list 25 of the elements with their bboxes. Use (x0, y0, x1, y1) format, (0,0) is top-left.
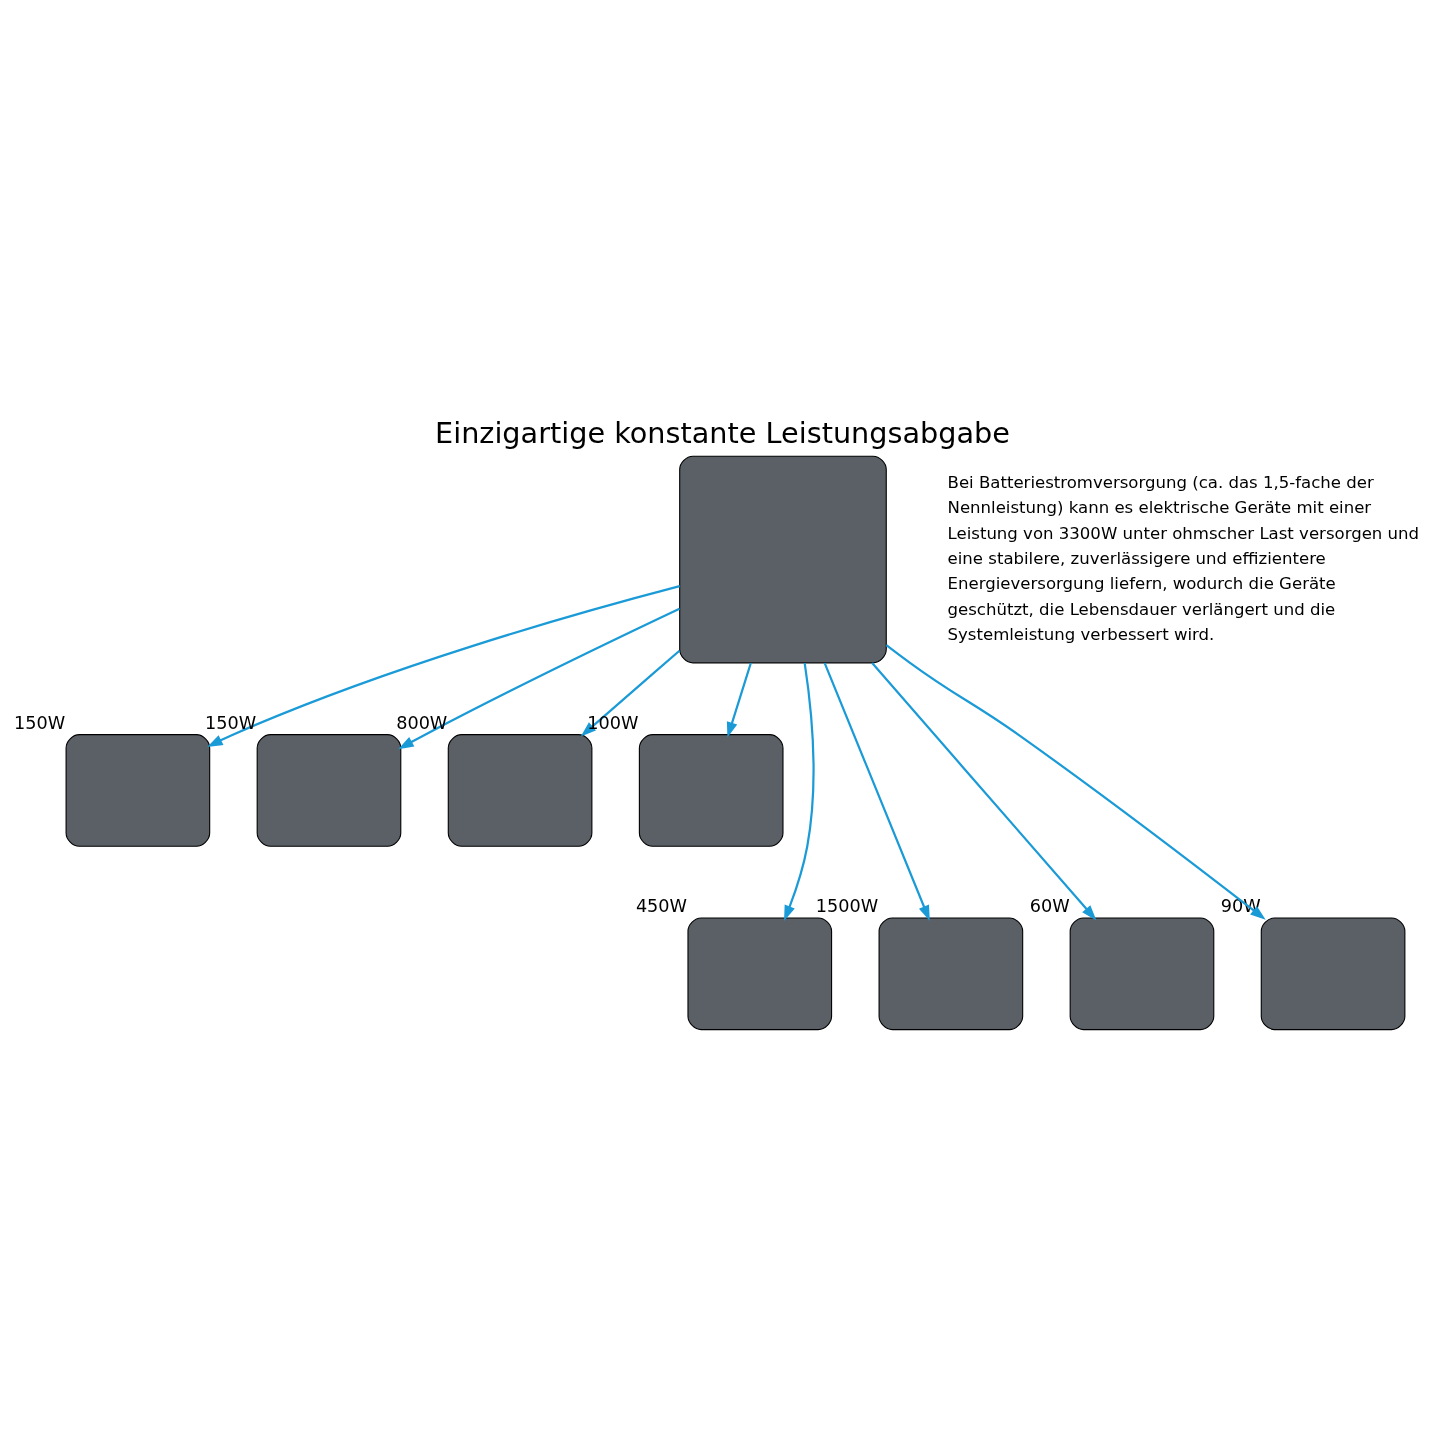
node-box (638, 734, 784, 847)
arrow (885, 644, 1266, 920)
node-label: 150W (13, 712, 66, 733)
node-label: 800W (396, 712, 448, 733)
label: Bei Batteriestromversorgung (ca. das 1,5-fache der Nennleistung) kann es elektrische Geräte mit einer Leistung von 3300W unter ohmscher Last versorgen und eine stabilere, zuverlässigere und effizientere Energieversorgung liefern, wodurch die Geräte geschützt, die Lebensdauer verlängert und die Systemleistung verbessert wird. (947, 472, 1420, 645)
node-box (679, 455, 887, 664)
arrow (871, 662, 1097, 921)
diagram-title: Einzigartige konstante Leistungsabgabe (435, 415, 1010, 450)
arrow (580, 649, 681, 737)
arrow (207, 585, 680, 748)
arrow (784, 662, 815, 921)
node-box (256, 734, 402, 847)
node-box (447, 734, 593, 847)
node-label: 150W (205, 712, 257, 733)
node-box (1260, 917, 1406, 1031)
node-box (1069, 917, 1215, 1031)
node-label: 1500W (815, 896, 879, 917)
arrow (823, 662, 930, 921)
node-box (65, 734, 211, 847)
node-box (687, 917, 833, 1031)
node-box (878, 917, 1024, 1031)
node-label: 60W (1029, 896, 1070, 917)
arrow (398, 607, 680, 750)
arrow (726, 662, 752, 738)
node-label: 450W (635, 896, 688, 917)
